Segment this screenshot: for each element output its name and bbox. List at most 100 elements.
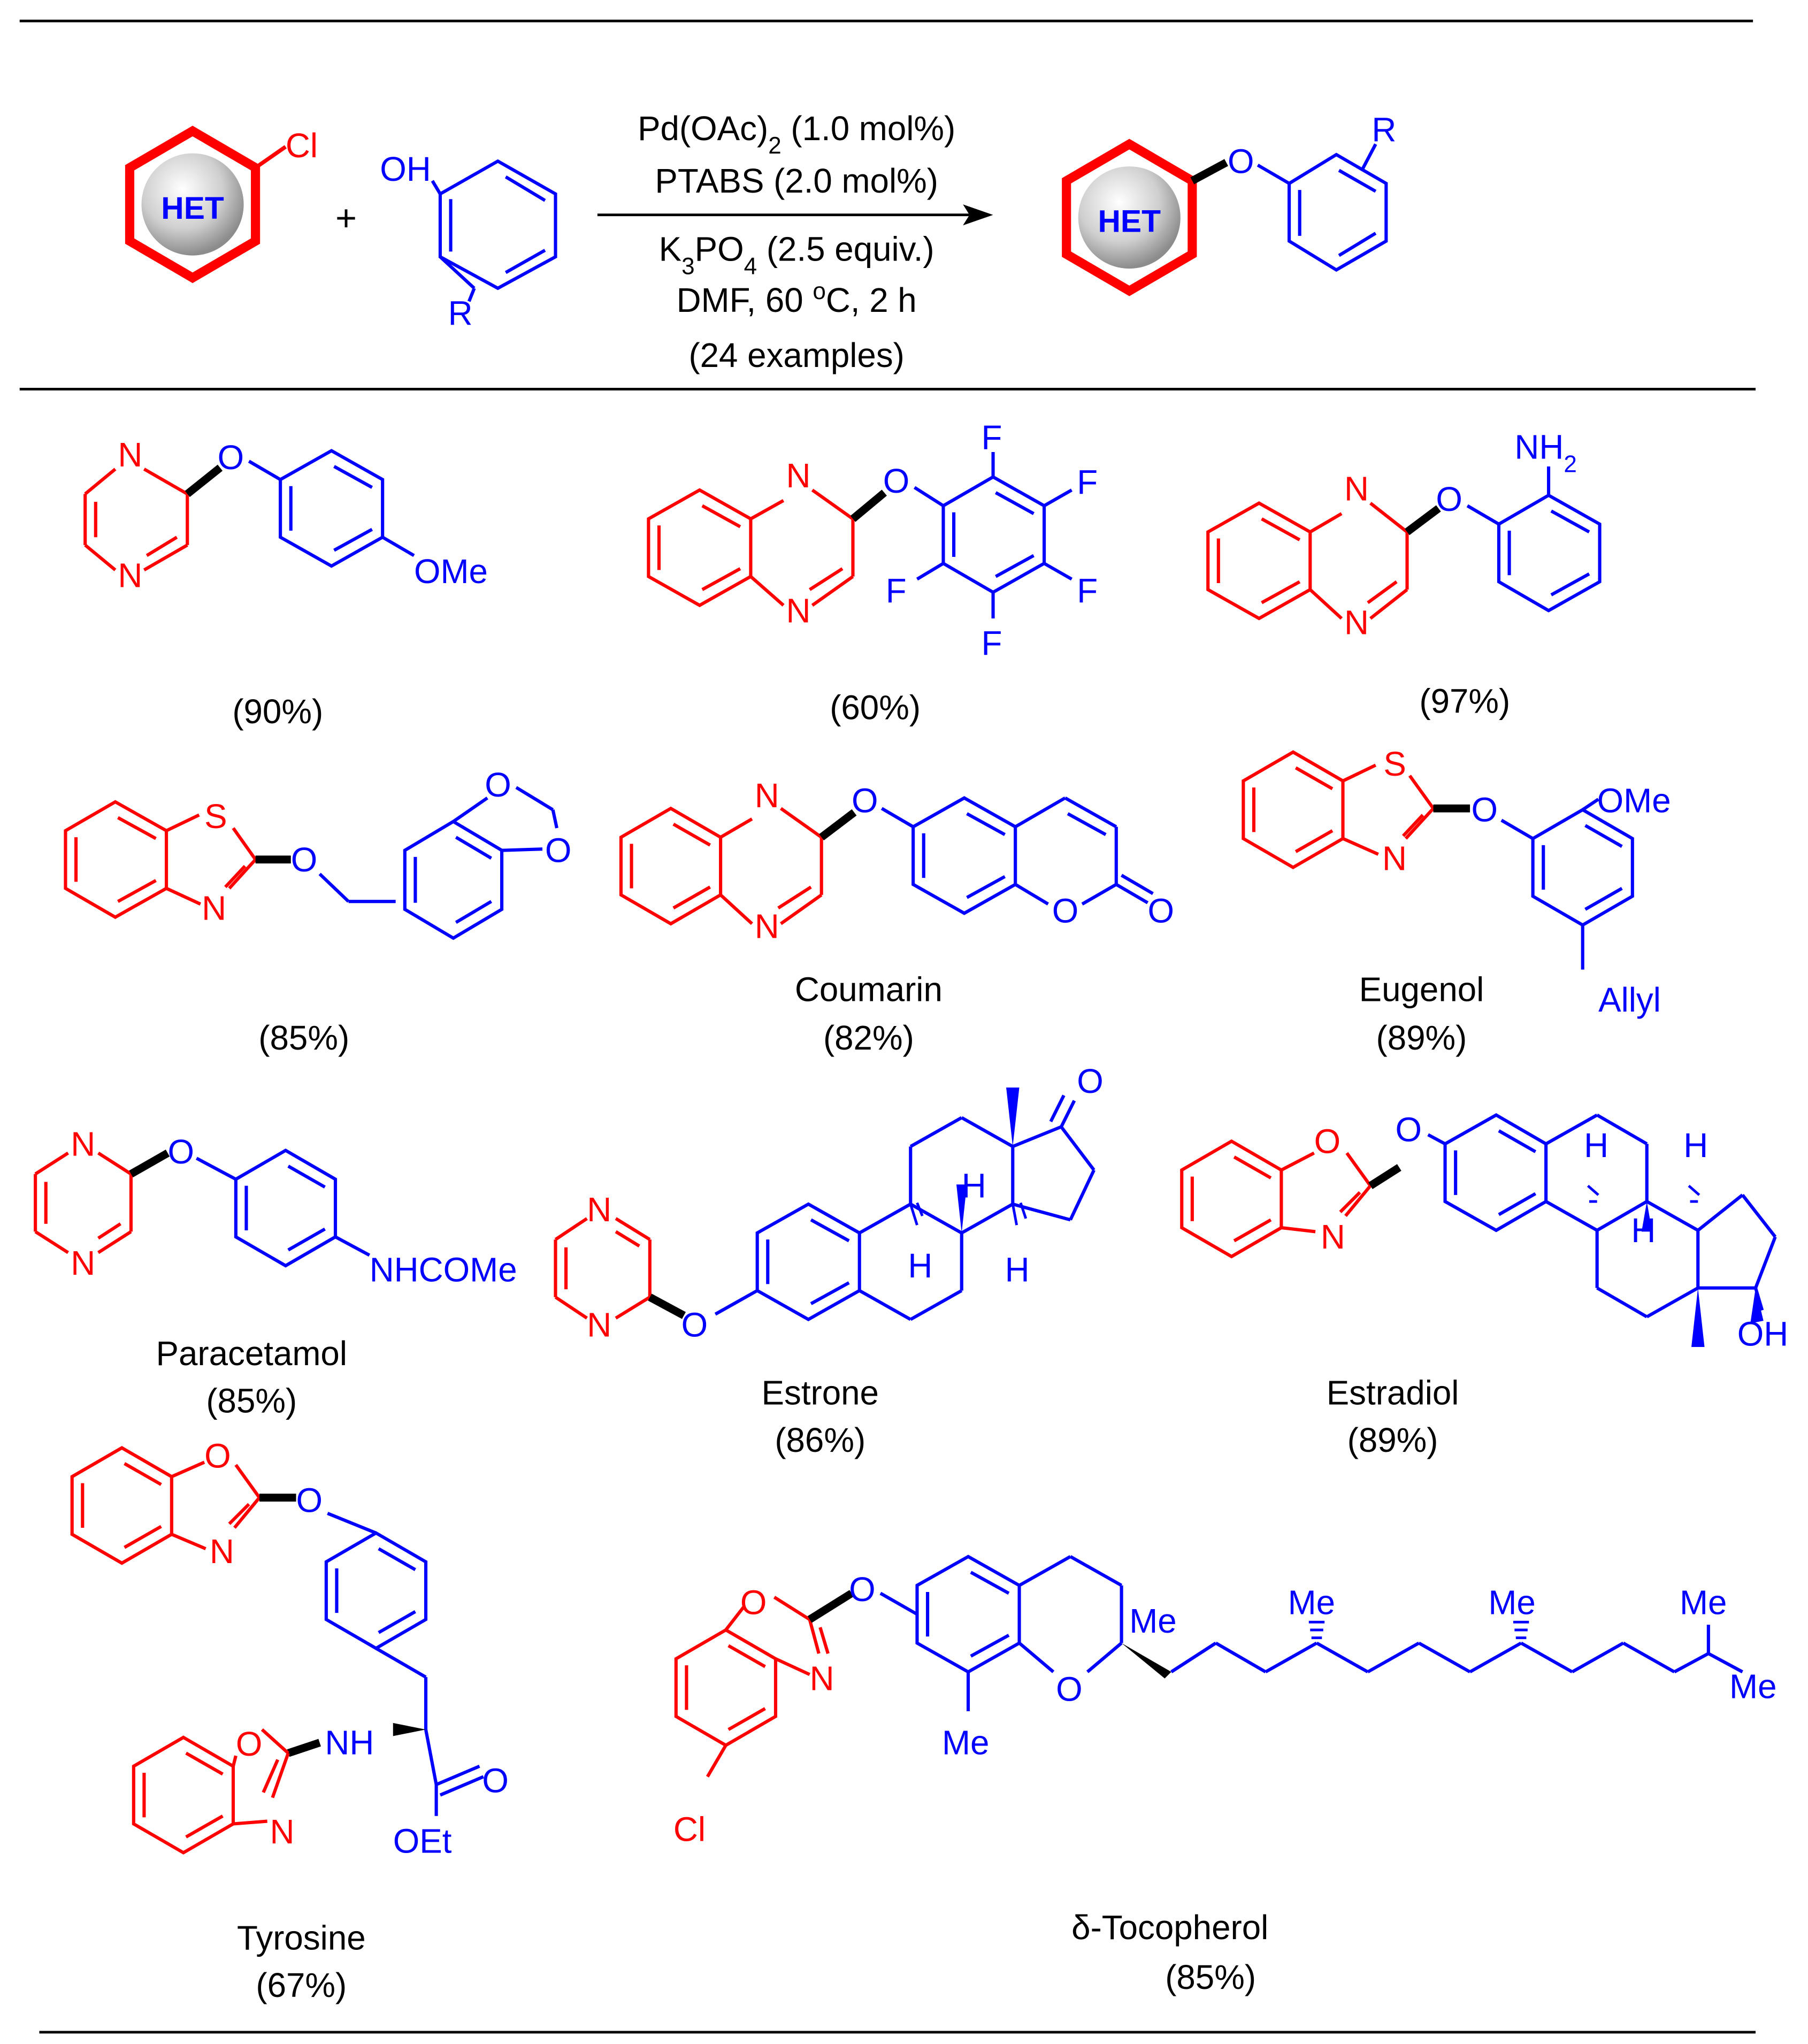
phenol-oh-label: OH: [380, 150, 431, 188]
compound-4-structure: S N O O O: [64, 766, 572, 940]
atom-o: O: [852, 782, 878, 820]
compound-6-yield: (89%): [1376, 1019, 1467, 1057]
atom-n: N: [1321, 1218, 1345, 1256]
het-ball-icon: [1078, 166, 1181, 269]
atom-o: O: [168, 1133, 195, 1171]
atom-f: F: [982, 625, 1002, 663]
methyl-label: Me: [1129, 1602, 1176, 1640]
atom-n: N: [1344, 603, 1369, 641]
atom-h: H: [962, 1167, 986, 1205]
acetamido-label: NHCOMe: [370, 1251, 517, 1289]
atom-n: N: [786, 457, 811, 495]
atom-n: N: [810, 1660, 834, 1698]
compound-8-yield: (86%): [775, 1421, 865, 1459]
atom-o: O: [204, 1437, 231, 1475]
compound-5-name: Coumarin: [795, 970, 943, 1008]
compound-6-structure: S N O OMe Allyl: [1242, 745, 1671, 1019]
atom-o: O: [1472, 791, 1498, 829]
methoxy-label: OMe: [1597, 782, 1671, 820]
compound-2-yield: (60%): [830, 689, 921, 727]
plus-sign: +: [335, 197, 357, 239]
compound-7-structure: N N O NHCOMe: [34, 1125, 517, 1289]
compound-9-name: Estradiol: [1327, 1374, 1459, 1412]
condition-catalyst: Pd(OAc)2 (1.0 mol%): [638, 110, 955, 159]
atom-o: O: [1077, 1062, 1104, 1100]
compound-3-yield: (97%): [1419, 682, 1510, 720]
atom-n: N: [118, 556, 142, 594]
compound-4-yield: (85%): [258, 1019, 349, 1057]
atom-o: O: [883, 462, 910, 500]
compound-1-yield: (90%): [232, 693, 323, 731]
atom-n: N: [71, 1125, 95, 1163]
compound-8-name: Estrone: [762, 1374, 879, 1412]
product-r-label: R: [1372, 111, 1396, 149]
atom-n: N: [210, 1533, 234, 1571]
atom-o: O: [849, 1571, 876, 1609]
reactant-het-chloride: HET Cl: [125, 126, 318, 284]
compound-5-yield: (82%): [823, 1019, 914, 1057]
condition-solvent: DMF, 60 oC, 2 h: [677, 278, 917, 319]
methyl-label: Me: [1488, 1584, 1535, 1622]
methyl-label: Me: [1680, 1584, 1727, 1622]
compound-9-yield: (89%): [1347, 1421, 1438, 1459]
atom-o: O: [740, 1584, 767, 1622]
compound-8-structure: N N O: [554, 1062, 1104, 1344]
atom-f: F: [982, 419, 1002, 457]
condition-examples: (24 examples): [688, 336, 904, 374]
atom-n: N: [1344, 470, 1369, 508]
atom-h: H: [1005, 1251, 1030, 1289]
atom-o: O: [1148, 892, 1175, 930]
condition-ligand: PTABS (2.0 mol%): [655, 162, 938, 200]
atom-o: O: [485, 766, 511, 804]
chloro-label: Cl: [673, 1810, 706, 1848]
compound-3-structure: N N O NH2: [1206, 428, 1602, 641]
atom-n: N: [118, 436, 142, 474]
condition-base: K3PO4 (2.5 equiv.): [659, 230, 934, 279]
atom-f: F: [1077, 572, 1098, 610]
atom-s: S: [1383, 745, 1406, 783]
atom-o: O: [1314, 1122, 1341, 1160]
ether-o-label: O: [1228, 142, 1254, 180]
compound-11-name: δ-Tocopherol: [1071, 1909, 1268, 1947]
atom-h: H: [1631, 1212, 1656, 1250]
atom-o: O: [1436, 480, 1462, 518]
atom-o: O: [1056, 1670, 1083, 1708]
atom-o: O: [545, 832, 572, 870]
atom-f: F: [886, 572, 907, 610]
amino-label: NH2: [1514, 428, 1576, 477]
atom-n: N: [71, 1244, 95, 1282]
atom-o: O: [296, 1482, 323, 1520]
atom-n: N: [202, 889, 226, 927]
compound-9-structure: O N O: [1180, 1111, 1789, 1353]
het-label: HET: [161, 191, 224, 226]
compound-10-structure: O N O NH O OEt: [70, 1437, 509, 1860]
atom-o: O: [218, 439, 244, 477]
methoxy-label: OMe: [414, 553, 488, 591]
atom-n: N: [587, 1306, 611, 1344]
atom-o: O: [236, 1725, 263, 1763]
compound-10-yield: (67%): [256, 1966, 347, 2004]
atom-f: F: [1077, 463, 1098, 501]
atom-h: H: [1584, 1127, 1608, 1165]
compound-11-structure: O N Cl O: [673, 1555, 1776, 1848]
atom-n: N: [755, 908, 779, 946]
compound-2-structure: N N O F F F F F: [647, 419, 1098, 663]
chloro-label: Cl: [286, 127, 318, 165]
compound-10-name: Tyrosine: [237, 1919, 366, 1957]
ethoxy-label: OEt: [393, 1822, 452, 1860]
atom-o: O: [291, 841, 318, 879]
compound-7-name: Paracetamol: [156, 1335, 347, 1373]
compound-6-name: Eugenol: [1359, 970, 1484, 1008]
atom-n: N: [786, 592, 811, 630]
atom-n: N: [1382, 839, 1407, 877]
atom-h: H: [908, 1247, 932, 1285]
hydroxy-label: OH: [1737, 1315, 1789, 1353]
methyl-label: Me: [1729, 1667, 1776, 1705]
compound-7-yield: (85%): [206, 1382, 297, 1420]
compound-11-yield: (85%): [1165, 1958, 1256, 1996]
atom-n: N: [755, 777, 779, 815]
atom-n: N: [587, 1191, 611, 1229]
het-ball-icon: [141, 153, 244, 256]
atom-n: N: [270, 1813, 295, 1851]
